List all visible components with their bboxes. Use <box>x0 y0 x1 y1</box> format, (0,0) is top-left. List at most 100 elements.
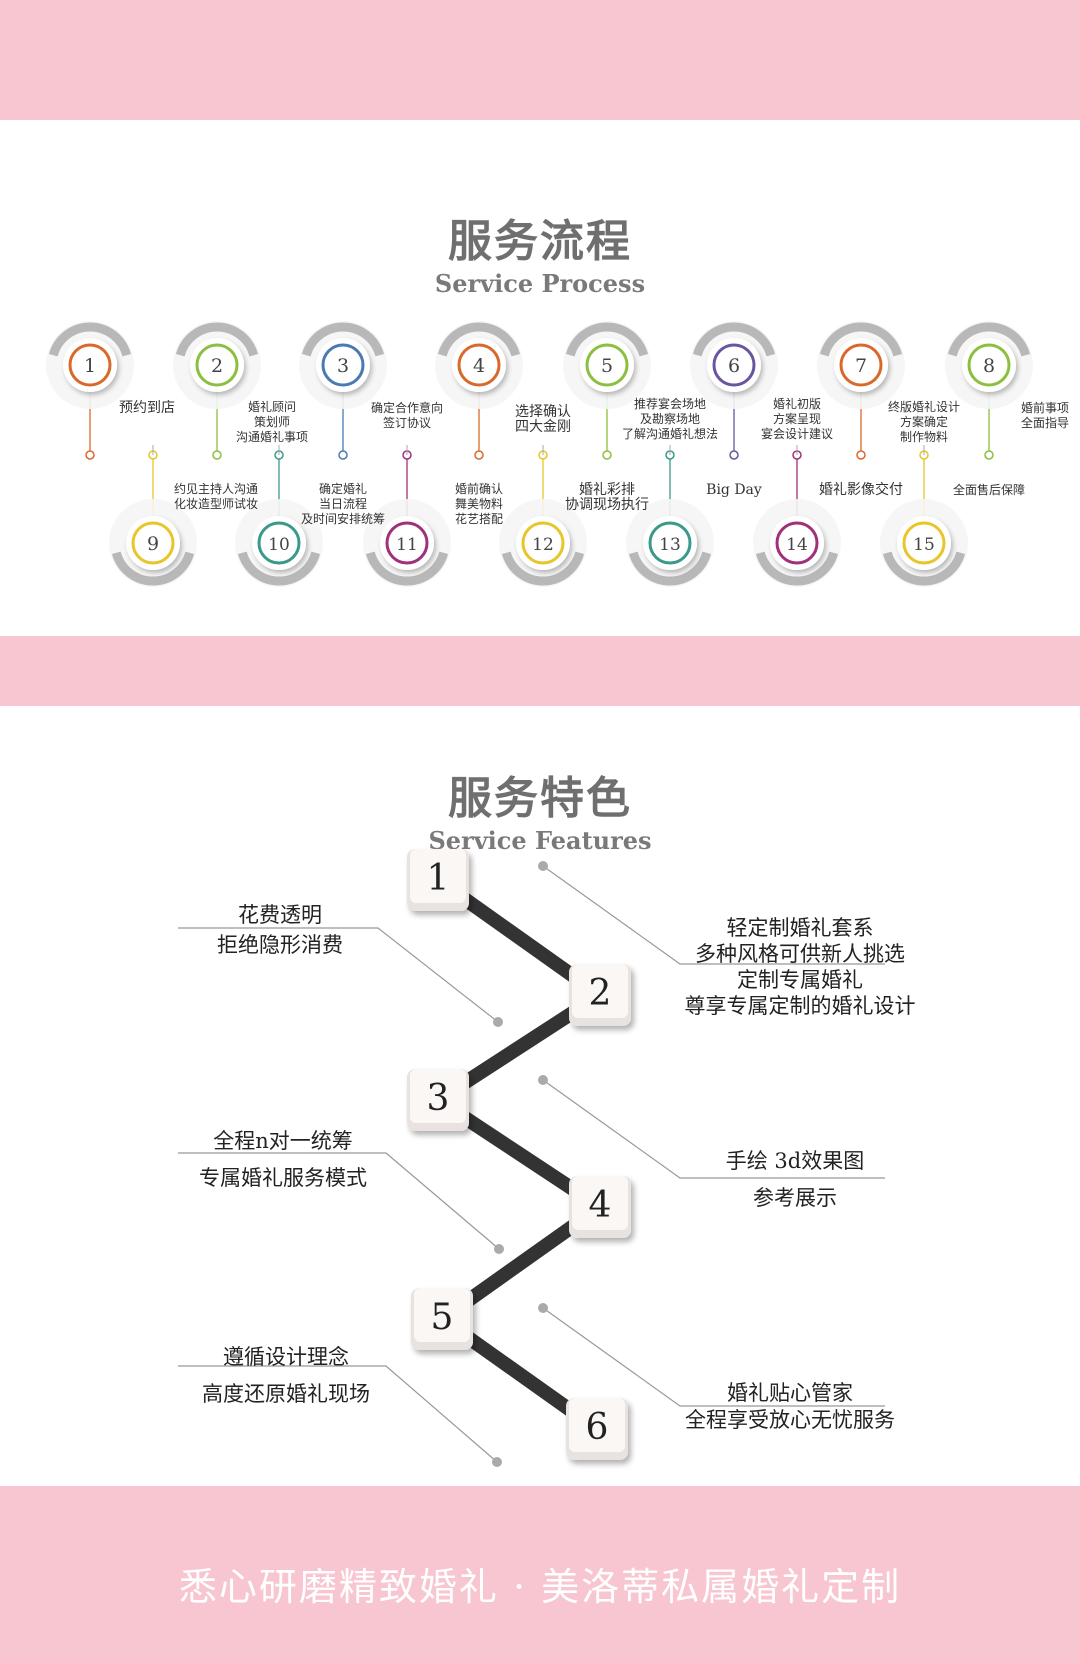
step-label-7: 方案确定 <box>900 414 948 429</box>
step-label-13: Big Day <box>706 482 762 498</box>
step-ring <box>195 343 239 387</box>
step-ring <box>967 343 1011 387</box>
feature-number-box-2: 2 <box>569 964 631 1026</box>
step-number: 4 <box>473 355 485 377</box>
process-step-12: 12 <box>499 450 587 587</box>
feature-number-box-3: 3 <box>407 1069 469 1131</box>
feature-pointer-line <box>178 927 499 1023</box>
timeline-dot <box>85 450 95 460</box>
feature-text-5: 高度还原婚礼现场 <box>202 1382 370 1406</box>
process-step-4: 4 <box>435 321 523 460</box>
step-label-1: 预约到店 <box>119 400 175 416</box>
process-step-7: 7 <box>817 321 905 460</box>
number-box-face <box>572 1176 628 1230</box>
step-arc <box>175 322 259 357</box>
feature-number-box-4: 4 <box>569 1176 631 1238</box>
step-ring <box>775 521 819 565</box>
process-step-13: 13 <box>626 450 714 587</box>
step-label-11: 婚前确认 <box>455 481 503 496</box>
feature-text-4: 参考展示 <box>753 1186 837 1210</box>
timeline-dot <box>856 450 866 460</box>
feature-number-box-6: 6 <box>566 1398 628 1460</box>
feature-pointer-line <box>178 1152 500 1250</box>
middle-pink-band <box>0 636 1080 706</box>
step-label-2: 策划师 <box>254 415 290 429</box>
step-label-11: 花艺搭配 <box>455 511 503 526</box>
step-ring <box>321 343 365 387</box>
step-arc <box>628 551 712 586</box>
number-box-face <box>410 849 466 903</box>
step-ring <box>131 521 175 565</box>
process-step-3: 3 <box>299 321 387 460</box>
step-label-2: 沟通婚礼事项 <box>236 429 308 444</box>
step-label-5: 了解沟通婚礼想法 <box>622 426 718 441</box>
process-step-15: 15 <box>880 450 968 587</box>
step-label-4: 选择确认 <box>515 404 571 420</box>
features-diagram: 123456花费透明拒绝隐形消费轻定制婚礼套系多种风格可供新人挑选定制专属婚礼尊… <box>178 849 916 1467</box>
timeline-dot <box>729 450 739 460</box>
feature-text-1: 拒绝隐形消费 <box>217 933 343 957</box>
step-number: 10 <box>268 535 290 555</box>
step-number: 13 <box>659 535 681 555</box>
process-step-8: 8 <box>945 321 1033 460</box>
step-label-6: 婚礼初版 <box>773 396 821 411</box>
step-arc <box>819 322 903 357</box>
step-label-11: 舞美物料 <box>455 497 503 511</box>
feature-text-2: 轻定制婚礼套系 <box>727 916 874 940</box>
step-label-3: 确定合作意向 <box>371 400 443 415</box>
feature-number: 4 <box>589 1185 612 1226</box>
step-label-14: 婚礼影像交付 <box>819 481 903 498</box>
process-step-1: 1 <box>46 321 134 460</box>
step-label-7: 终版婚礼设计 <box>888 399 960 414</box>
feature-text-5: 遵循设计理念 <box>223 1345 349 1369</box>
step-label-12: 婚礼彩排 <box>579 482 635 498</box>
features-heading: 服务特色 Service Features <box>0 762 1080 855</box>
process-step-11: 11 <box>363 450 451 587</box>
step-ring <box>457 343 501 387</box>
feature-text-6: 全程享受放心无忧服务 <box>685 1408 895 1432</box>
step-arc <box>48 322 132 357</box>
step-label-8: 婚前事项 <box>1021 400 1069 415</box>
step-label-9: 化妆造型师试妆 <box>174 496 258 511</box>
number-box-face <box>569 1398 625 1452</box>
feature-text-2: 多种风格可供新人挑选 <box>695 942 905 966</box>
feature-pointer-dot <box>493 1017 503 1027</box>
step-arc <box>755 551 839 586</box>
step-ring <box>385 521 429 565</box>
feature-pointer-line <box>542 1079 885 1179</box>
feature-pointer-dot <box>538 861 548 871</box>
step-label-10: 及时间安排统筹 <box>301 511 385 526</box>
top-pink-band <box>0 0 1080 120</box>
step-number: 2 <box>211 355 223 377</box>
step-label-12: 协调现场执行 <box>565 497 649 513</box>
number-box-face <box>572 964 628 1018</box>
bottom-pink-band <box>0 1486 1080 1663</box>
feature-pointer-dot <box>538 1303 548 1313</box>
feature-text-6: 婚礼贴心管家 <box>727 1381 853 1405</box>
step-number: 1 <box>84 355 96 377</box>
step-ring <box>902 521 946 565</box>
features-title-zh: 服务特色 <box>448 773 632 824</box>
process-step-2: 2 <box>173 321 261 460</box>
step-label-5: 推荐宴会场地 <box>634 396 706 411</box>
step-label-4: 四大金刚 <box>515 419 571 435</box>
step-ring <box>839 343 883 387</box>
step-label-6: 方案呈现 <box>773 411 821 426</box>
step-arc <box>882 551 966 586</box>
process-step-9: 9 <box>109 450 197 587</box>
number-box-face <box>410 1069 466 1123</box>
timeline-dot <box>602 450 612 460</box>
feature-pointer-line <box>542 1307 885 1407</box>
feature-text-3: 全程n对一统筹 <box>213 1129 353 1153</box>
feature-text-2: 定制专属婚礼 <box>737 968 863 992</box>
feature-number: 5 <box>431 1297 454 1338</box>
process-title-en: Service Process <box>434 269 646 298</box>
timeline-dot <box>212 450 222 460</box>
step-ring <box>68 343 112 387</box>
timeline-dot <box>338 450 348 460</box>
step-ring <box>712 343 756 387</box>
feature-pointer-dot <box>538 1075 548 1085</box>
feature-number: 2 <box>589 973 612 1014</box>
step-number: 14 <box>786 535 808 555</box>
